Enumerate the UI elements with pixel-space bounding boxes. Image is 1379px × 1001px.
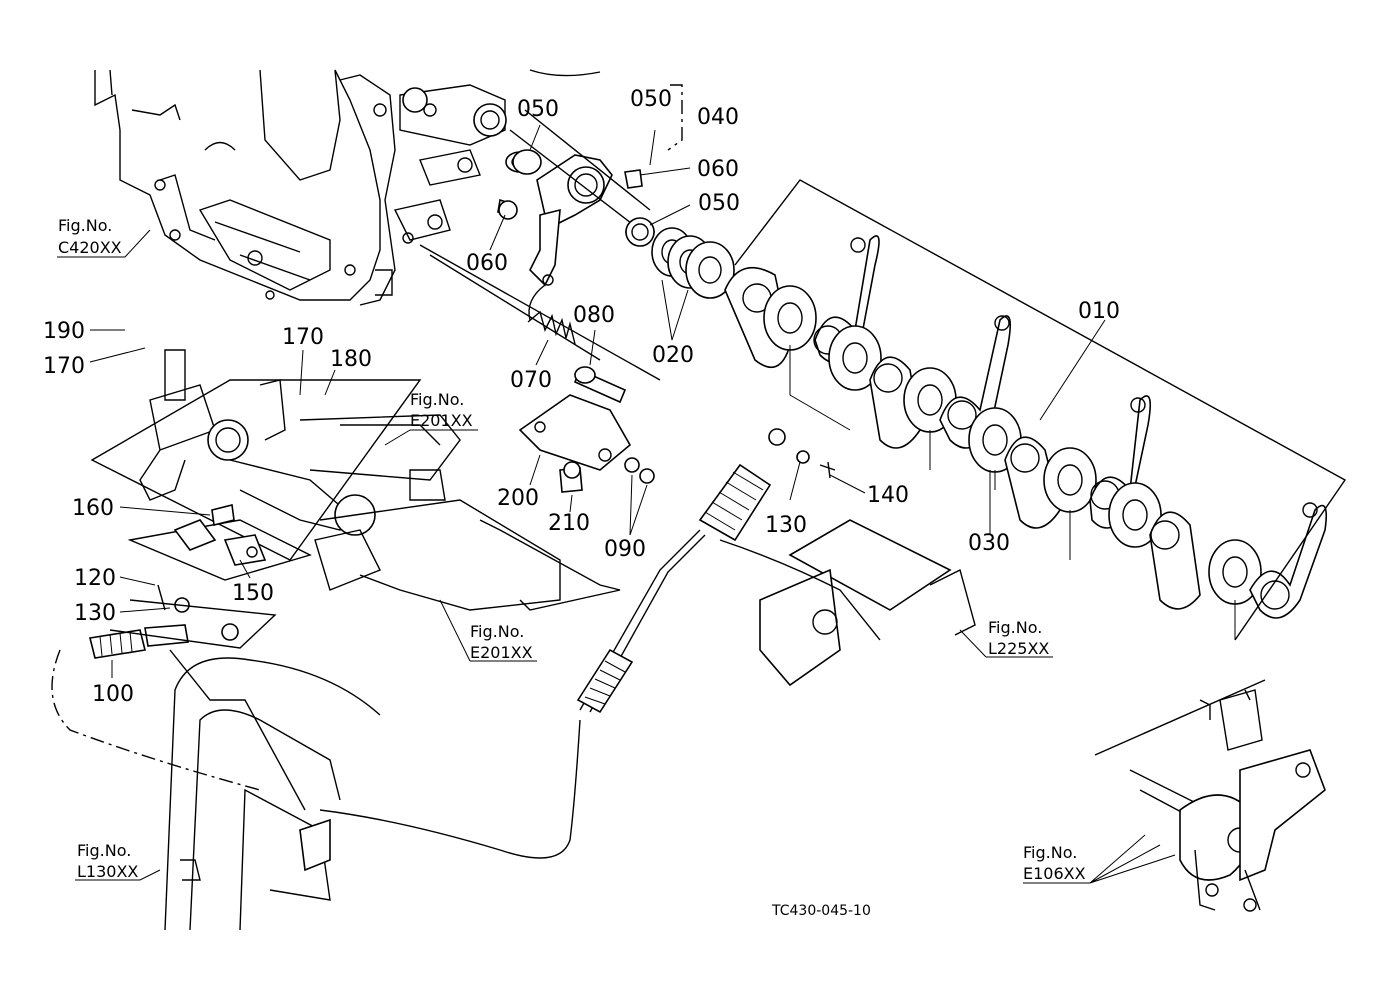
fig-ref-c420: C420XX [58, 238, 122, 257]
label-140: 140 [867, 483, 909, 508]
label-040: 040 [697, 105, 739, 130]
plate-stack-drawing [512, 149, 1347, 641]
label-180: 180 [330, 347, 372, 372]
cable-drawing [319, 428, 976, 859]
label-010: 010 [1078, 299, 1120, 324]
label-190: 190 [43, 319, 85, 344]
fender-drawing [51, 584, 381, 931]
drawing-code: TC430-045-10 [771, 903, 871, 919]
label-130-right: 130 [765, 513, 807, 538]
label-130-left: 130 [74, 601, 116, 626]
transmission-housing-drawing [94, 69, 601, 306]
fig-ref-e106-prefix: Fig.No. [1023, 843, 1077, 862]
part-labels: 010 020 030 040 050 050 050 060 060 070 … [43, 87, 1120, 707]
pedal-assembly-drawing [90, 349, 621, 611]
label-210: 210 [548, 511, 590, 536]
leader-lines [57, 84, 1176, 884]
label-170-center: 170 [282, 325, 324, 350]
label-170-left: 170 [43, 354, 85, 379]
label-020: 020 [652, 343, 694, 368]
label-080: 080 [573, 303, 615, 328]
fig-ref-e201-bottom: E201XX [470, 643, 533, 662]
fig-ref-l225-prefix: Fig.No. [988, 618, 1042, 637]
fig-ref-l130-prefix: Fig.No. [77, 841, 131, 860]
label-060-right: 060 [697, 157, 739, 182]
label-200: 200 [497, 486, 539, 511]
label-150: 150 [232, 581, 274, 606]
label-050-right: 050 [698, 191, 740, 216]
label-030: 030 [968, 531, 1010, 556]
fig-ref-l130: L130XX [77, 862, 138, 881]
label-100: 100 [92, 682, 134, 707]
label-050-top: 050 [630, 87, 672, 112]
fig-ref-e106: E106XX [1023, 864, 1086, 883]
label-050-left: 050 [517, 97, 559, 122]
label-090: 090 [604, 537, 646, 562]
fig-ref-c420-prefix: Fig.No. [58, 216, 112, 235]
label-070: 070 [510, 368, 552, 393]
label-120: 120 [74, 566, 116, 591]
fig-ref-l225: L225XX [988, 639, 1049, 658]
figure-references: Fig.No. C420XX Fig.No. E201XX Fig.No. E2… [58, 216, 1086, 883]
rear-linkage-drawing [1094, 679, 1326, 912]
fig-ref-e201-top-prefix: Fig.No. [410, 390, 464, 409]
label-060-left: 060 [466, 251, 508, 276]
fig-ref-e201-bottom-prefix: Fig.No. [470, 622, 524, 641]
label-160: 160 [72, 496, 114, 521]
fig-ref-e201-top: E201XX [410, 411, 473, 430]
